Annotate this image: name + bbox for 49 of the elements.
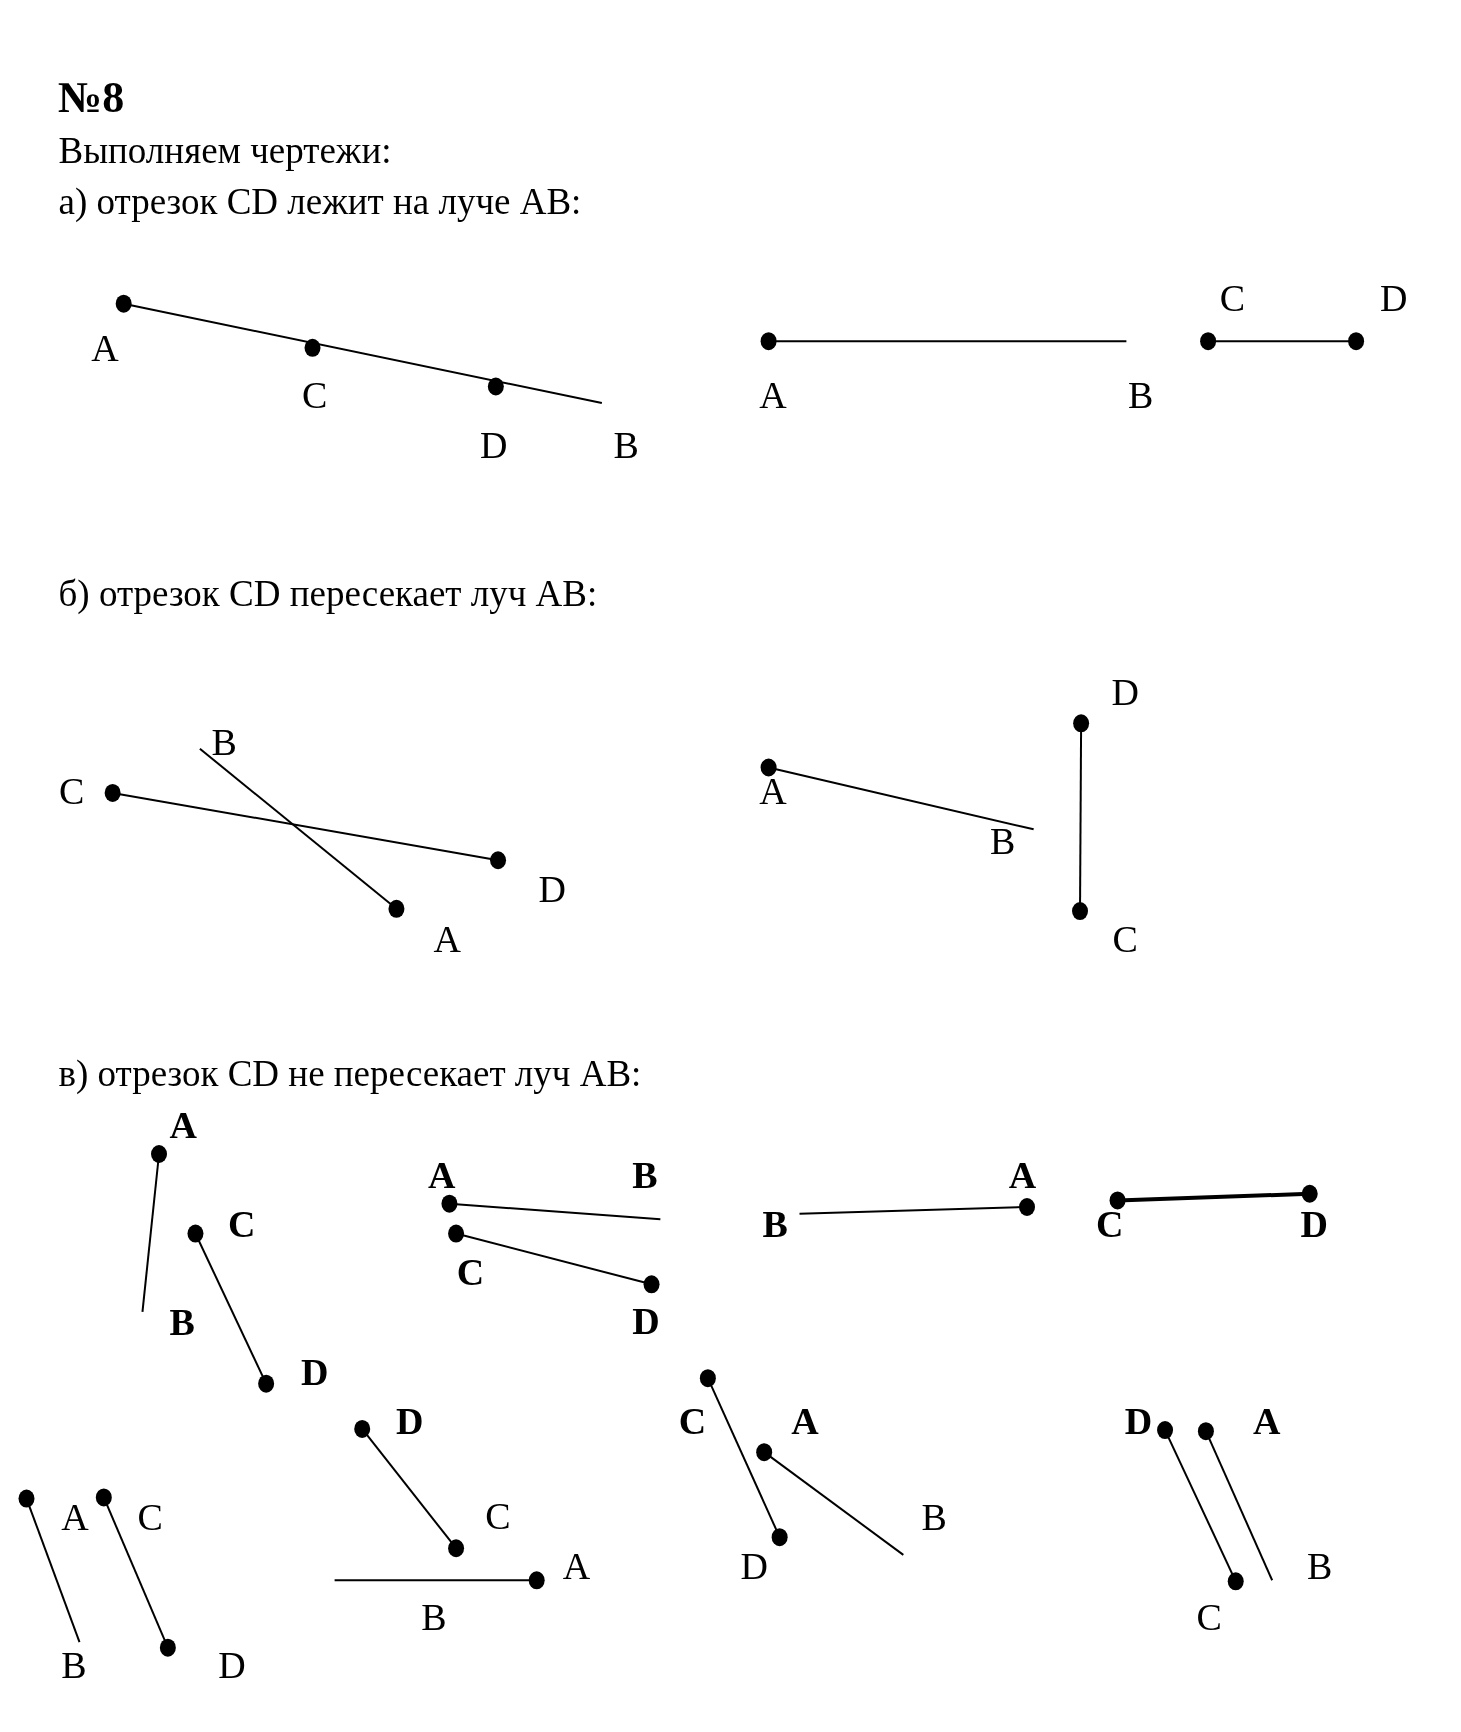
point-label: D (1124, 1402, 1153, 1441)
point-label: C (1219, 279, 1246, 318)
point-label: A (433, 919, 461, 958)
point-label: C (485, 1497, 511, 1536)
point-label: C (456, 1253, 485, 1292)
point-label: B (169, 1302, 195, 1341)
point-label: D (479, 426, 508, 465)
instruction-text: в) отрезок CD не пересекает луч AB: (58, 1055, 642, 1093)
instruction-text: а) отрезок CD лежит на луче AB: (58, 183, 582, 221)
point-label: D (538, 869, 566, 908)
point-label: C (1196, 1597, 1222, 1636)
point-label: C (1096, 1204, 1124, 1243)
point-label: D (1379, 279, 1408, 318)
point-label: D (1300, 1204, 1328, 1243)
point-label: A (91, 328, 119, 367)
point-label: D (740, 1546, 768, 1585)
point-label: D (395, 1402, 424, 1441)
point-label: C (137, 1498, 163, 1537)
point-label: A (61, 1498, 89, 1537)
point-label: A (759, 771, 787, 810)
point-label: C (678, 1402, 707, 1441)
point-label: C (59, 771, 85, 810)
point-label: B (211, 723, 237, 762)
point-label: C (228, 1204, 256, 1243)
point-label: A (1008, 1155, 1037, 1194)
point-label: B (632, 1155, 658, 1194)
point-label: B (1306, 1546, 1333, 1585)
point-label: B (613, 426, 639, 465)
instruction-text: Выполняем чертежи: (58, 132, 392, 170)
point-label: A (428, 1155, 456, 1194)
point-label: A (791, 1402, 819, 1441)
point-label: B (61, 1646, 87, 1685)
point-label: B (1128, 376, 1154, 415)
point-label: A (759, 376, 787, 415)
point-label: B (762, 1204, 788, 1243)
point-label: A (169, 1106, 198, 1145)
task-number: №8 (58, 76, 125, 120)
point-label: C (302, 376, 328, 415)
point-label: D (1111, 673, 1139, 712)
point-label: B (921, 1498, 947, 1537)
point-label: B (990, 822, 1016, 861)
point-label: A (562, 1546, 591, 1585)
point-label: A (1252, 1402, 1281, 1441)
point-label: D (301, 1352, 329, 1391)
instruction-text: б) отрезок CD пересекает луч AB: (58, 575, 598, 613)
point-label: D (218, 1646, 246, 1685)
point-label: C (1112, 919, 1138, 958)
point-label: D (632, 1301, 660, 1340)
point-label: B (421, 1597, 447, 1636)
